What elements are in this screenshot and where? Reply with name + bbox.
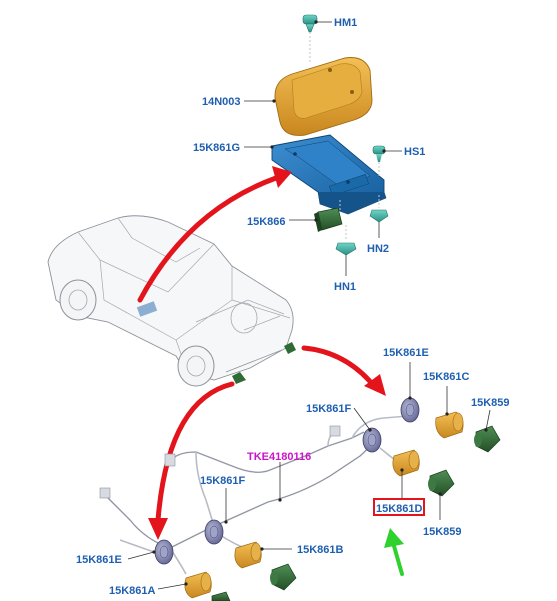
sensor-head-15k861b [270,563,297,591]
sensor-head-15k859-top [474,425,501,453]
up-arrow-icon [384,528,404,576]
housing-15k861a [184,571,212,599]
sensor-15k861f-top [362,427,382,453]
14n003-callout [244,99,276,103]
sensor-head-15k859-low [428,469,455,497]
label-15k861e-low[interactable]: 15K861E [76,554,122,566]
connector-15k866 [314,200,343,232]
sensor-head-15k861a [211,591,231,601]
label-15k859-top[interactable]: 15K859 [471,397,510,409]
module-cover-14n003 [274,57,373,136]
housing-15k861c [435,411,464,439]
bracket-15k861g [271,134,387,215]
vehicle-outline [47,215,296,387]
label-hn2[interactable]: HN2 [367,243,389,255]
label-hm1[interactable]: HM1 [334,17,357,29]
label-15k861f-low[interactable]: 15K861F [200,475,246,487]
hs1-callout [382,149,402,153]
label-15k861e-top[interactable]: 15K861E [383,347,429,359]
label-15k861a[interactable]: 15K861A [109,585,156,597]
label-15k861b[interactable]: 15K861B [297,544,344,556]
15k861g-callout [244,145,274,149]
sensor-15k861f-low [204,519,224,545]
label-15k861g[interactable]: 15K861G [193,142,240,154]
label-15k859-low[interactable]: 15K859 [423,526,462,538]
sensor-15k861e-low [154,539,174,565]
highlight-box-15k861d [373,498,425,516]
label-hs1[interactable]: HS1 [404,146,425,158]
label-hn1[interactable]: HN1 [334,281,356,293]
hn2-nut [369,195,389,238]
lower-callouts [127,362,491,590]
label-14n003[interactable]: 14N003 [202,96,241,108]
hn1-nut [335,225,357,276]
callout-arrow-right [301,345,386,396]
label-15k861c[interactable]: 15K861C [423,371,470,383]
housing-15k861d [392,449,420,477]
wiring-harness [99,415,409,575]
label-15k866[interactable]: 15K866 [247,216,286,228]
callout-arrow-upper [137,166,292,303]
housing-15k861b [234,541,262,569]
label-15k861f-top[interactable]: 15K861F [306,403,352,415]
label-15k861d[interactable]: 15K861D [376,503,423,515]
hm1-fastener [302,14,318,62]
sensor-15k861e-top [400,397,420,423]
label-tke4180116[interactable]: TKE4180116 [247,451,311,463]
15k866-callout [289,218,318,222]
hm1-callout [314,20,332,24]
callout-arrow-left [148,381,235,540]
